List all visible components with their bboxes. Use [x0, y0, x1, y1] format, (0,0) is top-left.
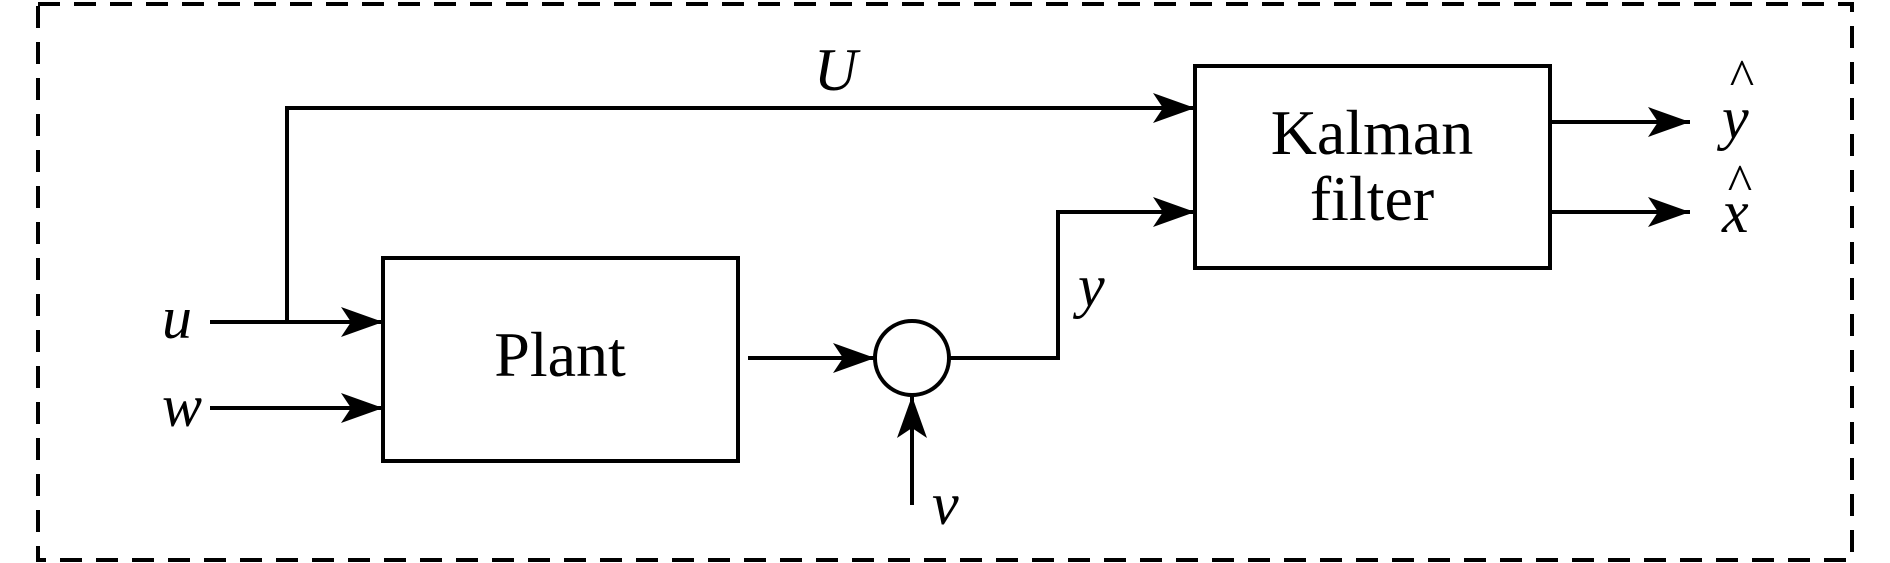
system-boundary-frame [36, 2, 1854, 562]
sum-junction [873, 319, 951, 397]
u-branch-line [285, 93, 1195, 322]
noise-v-label: v [932, 471, 959, 537]
plant-label: Plant [494, 319, 626, 390]
plant-block [381, 256, 740, 463]
x-hat-accent: ^ [1728, 155, 1752, 212]
output-x-hat-label: x [1721, 179, 1749, 245]
kalman-filter-block [1193, 64, 1552, 270]
input-w-label: w [162, 373, 202, 439]
output-y-hat-label: y [1716, 85, 1749, 151]
signal-U-label: U [814, 37, 861, 103]
y-line [949, 197, 1195, 360]
kalman-label-line2: filter [1310, 163, 1434, 234]
kalman-label-line1: Kalman [1271, 97, 1474, 168]
signal-y-label: y [1072, 253, 1105, 319]
input-u-label: u [162, 285, 192, 351]
y-hat-accent: ^ [1730, 50, 1754, 107]
